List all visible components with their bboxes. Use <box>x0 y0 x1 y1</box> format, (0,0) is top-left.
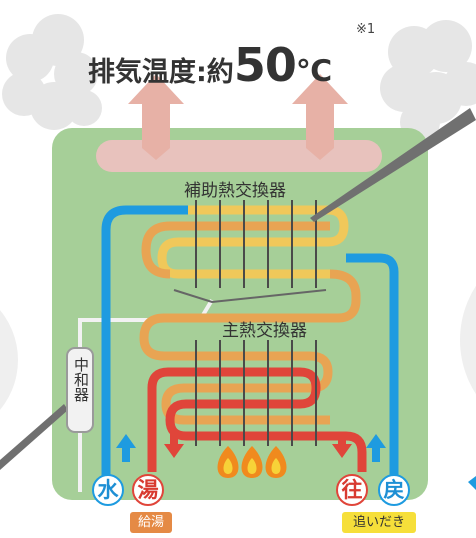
secondary-exchanger-pipe <box>157 205 349 279</box>
hot-water-outlet-port: 湯 <box>132 474 164 506</box>
arrow-icon <box>164 432 352 458</box>
preheated-water-pipe <box>139 269 361 425</box>
arrow-icon <box>128 74 184 160</box>
exhaust-temperature-title: 排気温度:約50℃ <box>88 38 408 98</box>
condensate-tray <box>173 289 327 304</box>
return-water-pipe <box>346 253 399 480</box>
right-side-decoration <box>460 285 476 395</box>
hot-water-supply-tag: 給湯 <box>130 512 172 533</box>
exhaust-temperature-value: 50 <box>233 38 297 92</box>
callout-pointer <box>310 108 476 222</box>
neutralizer-box: 中和器 <box>66 347 94 433</box>
water-inlet-port: 水 <box>92 474 124 506</box>
arrow-icon <box>116 434 386 462</box>
callout-pointer <box>0 404 68 470</box>
reheat-return-port: 戻 <box>378 474 410 506</box>
flame-icon <box>217 446 239 478</box>
cloud-icon <box>2 14 102 130</box>
left-side-decoration <box>0 310 18 410</box>
primary-heat-exchanger-label: 主熱交換器 <box>222 321 307 341</box>
cropped-arrow-icon <box>468 476 476 490</box>
title-label: 排気温度:約 <box>88 57 234 88</box>
flame-icon <box>265 446 287 478</box>
flame-icon <box>241 446 263 478</box>
preheated-water-pipe <box>141 221 330 279</box>
footnote-mark: ※1 <box>356 22 376 37</box>
neutralizer-label: 中和器 <box>72 357 90 402</box>
cold-water-pipe <box>101 205 188 480</box>
exhaust-duct <box>96 140 382 172</box>
temperature-unit: ℃ <box>295 54 333 89</box>
arrow-icon <box>292 74 348 160</box>
secondary-heat-exchanger-label: 補助熱交換器 <box>184 181 286 201</box>
reheat-outgoing-port: 往 <box>336 474 368 506</box>
reheating-tag: 追いだき <box>342 512 416 533</box>
